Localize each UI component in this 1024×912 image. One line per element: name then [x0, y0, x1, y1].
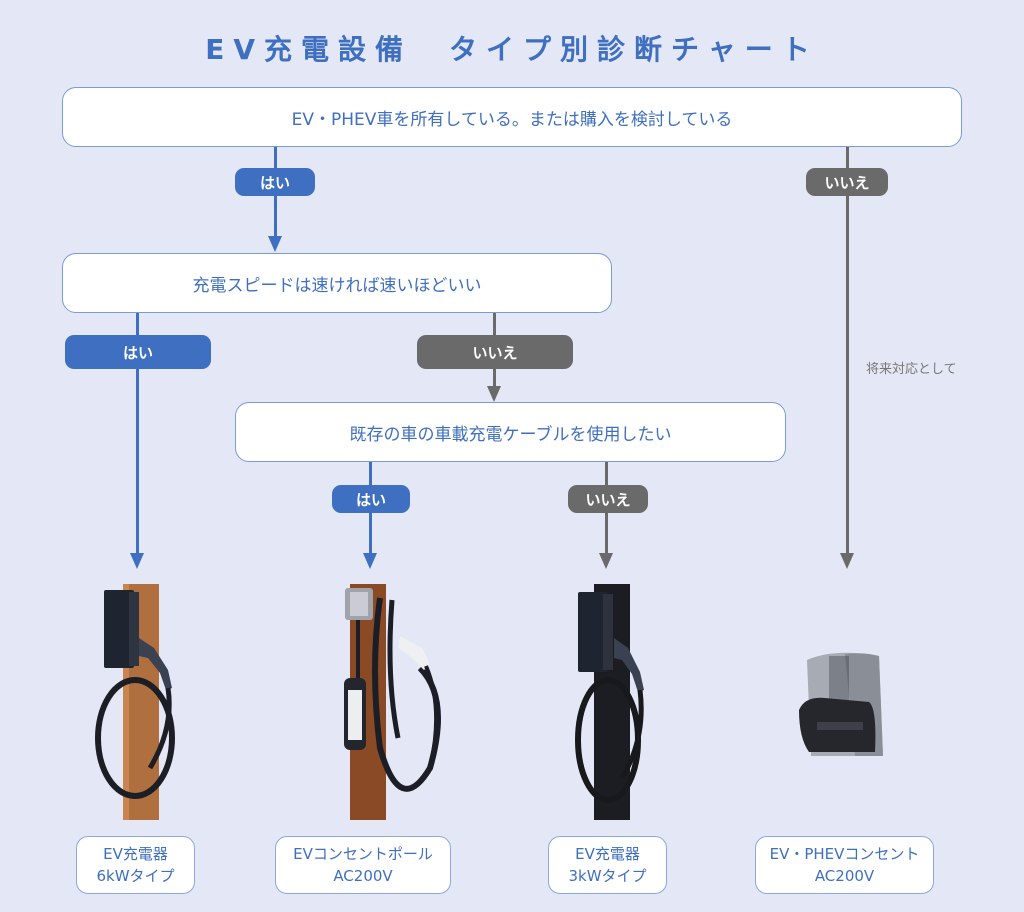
- question-3-text: 既存の車の車載充電ケーブルを使用したい: [349, 424, 672, 445]
- product-image-6kw-charger: [95, 584, 175, 820]
- question-2-text: 充電スピードは速ければ速いほどいい: [192, 275, 482, 296]
- product-image-3kw-charger: [575, 584, 644, 820]
- question-1-text: EV・PHEV車を所有している。または購入を検討している: [291, 109, 733, 130]
- q3-yes-arrow-icon: [363, 553, 377, 569]
- q1-no-arrow-icon: [840, 553, 854, 569]
- result-1-line2: 6kWタイプ: [96, 867, 175, 885]
- question-3-box: 既存の車の車載充電ケーブルを使用したい: [235, 402, 786, 462]
- q3-yes-badge: はい: [332, 485, 410, 513]
- result-2-line1: EVコンセントポール: [293, 845, 433, 863]
- chart-title: EV充電設備 タイプ別診断チャート: [205, 33, 819, 66]
- q3-no-arrow-icon: [599, 553, 613, 569]
- q2-yes-badge: はい: [65, 335, 211, 369]
- q3-no-badge: いいえ: [568, 485, 648, 513]
- q1-no-badge: いいえ: [806, 168, 888, 196]
- result-box-3kw-charger: EV充電器 3kWタイプ: [548, 836, 667, 894]
- q1-yes-badge: はい: [235, 168, 315, 196]
- q1-yes-arrow-icon: [268, 236, 282, 252]
- result-box-outlet-pole: EVコンセントポール AC200V: [275, 836, 451, 894]
- q2-no-arrow-icon: [487, 386, 501, 402]
- result-2-line2: AC200V: [333, 867, 393, 885]
- result-1-line1: EV充電器: [103, 845, 168, 863]
- q2-yes-line: [136, 313, 139, 555]
- result-box-ev-phev-outlet: EV・PHEVコンセント AC200V: [755, 836, 934, 894]
- result-3-line2: 3kWタイプ: [568, 867, 647, 885]
- result-4-line2: AC200V: [814, 867, 875, 885]
- future-note: 将来対応として: [866, 362, 957, 377]
- q2-no-badge: いいえ: [417, 335, 573, 369]
- product-image-ev-phev-outlet: [799, 652, 883, 756]
- product-image-outlet-pole: [344, 584, 441, 820]
- q1-no-line: [846, 147, 849, 555]
- result-box-6kw-charger: EV充電器 6kWタイプ: [76, 836, 195, 894]
- result-3-line1: EV充電器: [575, 845, 640, 863]
- question-2-box: 充電スピードは速ければ速いほどいい: [62, 253, 612, 313]
- q2-yes-arrow-icon: [130, 553, 144, 569]
- question-1-box: EV・PHEV車を所有している。または購入を検討している: [62, 87, 962, 147]
- result-4-line1: EV・PHEVコンセント: [769, 845, 920, 863]
